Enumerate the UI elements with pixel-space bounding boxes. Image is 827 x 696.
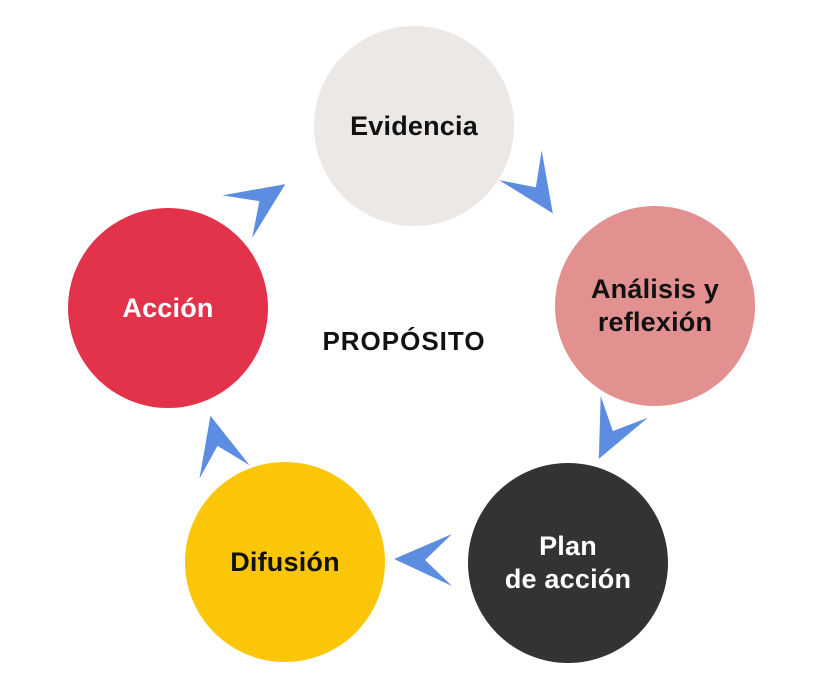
arrow-analisis-to-plan-icon bbox=[576, 395, 648, 471]
node-analisis-y-reflexion-label: Análisis y reflexión bbox=[590, 274, 720, 337]
node-analisis-y-reflexion: Análisis y reflexión bbox=[555, 206, 755, 406]
node-evidencia-label: Evidencia bbox=[350, 110, 478, 141]
node-evidencia: Evidencia bbox=[314, 26, 514, 226]
node-plan-de-accion: Plan de acción bbox=[468, 463, 668, 663]
node-plan-de-accion-label: Plan de acción bbox=[504, 531, 632, 594]
arrow-evidencia-to-analisis-icon bbox=[499, 150, 575, 227]
node-difusion-label: Difusión bbox=[230, 546, 340, 577]
node-accion: Acción bbox=[68, 208, 268, 408]
arrow-accion-to-evidencia-icon bbox=[222, 162, 299, 238]
arrow-plan-to-difusion-icon bbox=[394, 534, 452, 586]
center-purpose-label: PROPÓSITO bbox=[322, 326, 486, 356]
node-accion-label: Acción bbox=[122, 292, 214, 323]
arrow-difusion-to-accion-icon bbox=[184, 409, 250, 479]
node-difusion: Difusión bbox=[185, 462, 385, 662]
